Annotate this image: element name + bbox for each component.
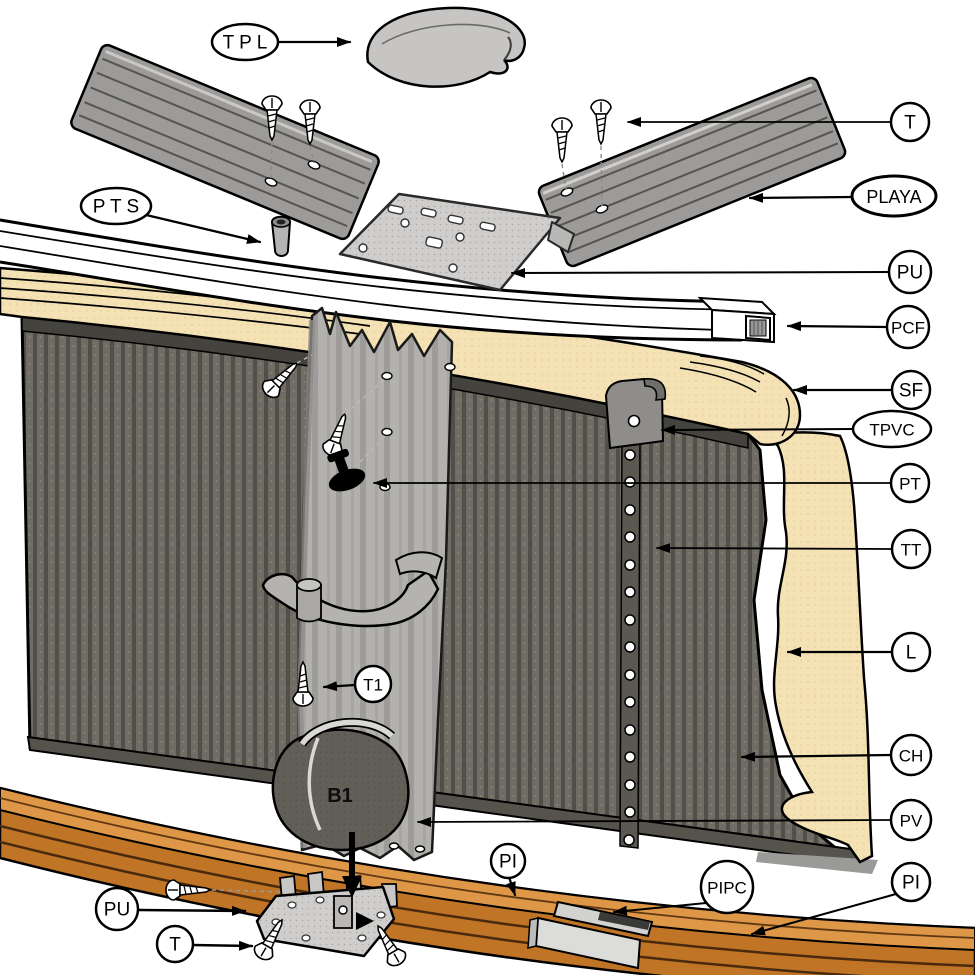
- callout-pipc: PIPC: [613, 859, 755, 916]
- wall-screws: [258, 354, 386, 492]
- callout-pu-bottom: PU: [94, 886, 247, 932]
- callout-label-tt: TT: [901, 541, 922, 560]
- callout-label-l: L: [906, 643, 917, 664]
- callout-label-ch: CH: [899, 747, 924, 766]
- callout-label-t-top: T: [904, 113, 916, 134]
- pts-plug-part: [270, 215, 292, 257]
- top-screws: [261, 95, 612, 207]
- steel-wall: [20, 315, 878, 874]
- top-ledge-cap-part: [366, 6, 526, 88]
- callout-pt: PT: [373, 462, 931, 504]
- bottom-rail: [0, 786, 975, 975]
- callout-label-pi-left: PI: [499, 852, 517, 873]
- handle-peg: [296, 584, 322, 623]
- callout-t1: T1: [322, 664, 393, 704]
- top-rail-left-part: [70, 43, 380, 241]
- callout-label-pu-top: PU: [897, 263, 923, 284]
- callout-playa: PLAYA: [748, 174, 938, 218]
- plate-arrow-mark: [356, 912, 374, 930]
- callout-l: L: [786, 631, 932, 673]
- callout-label-pu-bottom: PU: [104, 900, 130, 921]
- callout-label-playa: PLAYA: [866, 187, 921, 207]
- callout-pi-right: PI: [751, 861, 932, 936]
- callout-ch: CH: [740, 733, 933, 777]
- callout-label-tpvc: TPVC: [869, 421, 914, 440]
- callout-pi-left: PI: [489, 842, 527, 897]
- callouts: T P L P T S T PLAYA PU PCF: [79, 22, 938, 964]
- handle-bracket: [261, 551, 444, 628]
- callout-tpvc: TPVC: [661, 409, 933, 449]
- callout-t-top: T: [627, 101, 931, 143]
- pcf-tube-end: [697, 296, 777, 344]
- callout-pcf: PCF: [786, 304, 931, 350]
- pt-pin: [327, 448, 366, 492]
- callout-label-sf: SF: [899, 381, 923, 402]
- top-profile-band: [0, 218, 743, 342]
- clip-rivet: [627, 414, 641, 428]
- callout-sf: SF: [792, 369, 932, 411]
- callout-label-pv: PV: [900, 812, 923, 831]
- rivet-seam: [619, 435, 641, 849]
- callout-label-pt: PT: [899, 475, 921, 494]
- union-plate-bottom: [255, 870, 398, 958]
- b1-boot: B1: [271, 717, 410, 852]
- callout-tt: TT: [656, 528, 932, 570]
- callout-pv: PV: [417, 798, 933, 842]
- wall-shadow: [756, 852, 878, 874]
- b1-part-mark: B1: [327, 785, 353, 807]
- callout-label-pipc: PIPC: [707, 879, 747, 898]
- union-plate-top: [338, 192, 575, 292]
- rail-screw-hole: [307, 160, 321, 170]
- callout-label-t1: T1: [363, 676, 383, 695]
- callout-label-pcf: PCF: [891, 319, 925, 338]
- callout-label-tpl: T P L: [223, 33, 268, 54]
- callout-label-pi-right: PI: [902, 873, 920, 894]
- tpvc-clip: [604, 377, 667, 450]
- callout-label-t-bottom: T: [169, 935, 181, 956]
- plate-bent-tab: [547, 221, 575, 253]
- rail-screw-hole: [264, 177, 278, 187]
- rail-screw-hole: [595, 204, 609, 214]
- callout-label-pts: P T S: [93, 197, 139, 218]
- callout-pts: P T S: [79, 186, 262, 244]
- callout-tpl: T P L: [210, 22, 352, 62]
- callout-t-bottom: T: [155, 924, 254, 964]
- callout-pu-top: PU: [511, 249, 933, 295]
- bottom-screws: [165, 879, 410, 970]
- b1-drop-arrow: [342, 832, 362, 898]
